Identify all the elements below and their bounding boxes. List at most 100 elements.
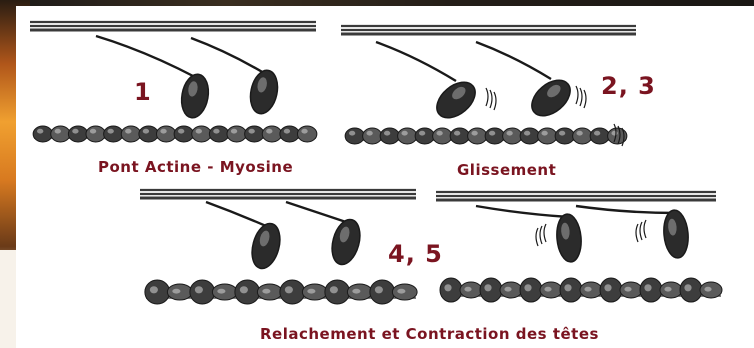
motion-mark [584,90,586,108]
myosin-head [662,209,690,259]
actin-bead-highlight [419,131,425,136]
actin-bead [145,280,170,304]
actin-bead-highlight [213,129,219,134]
actin-bead [363,128,382,144]
actin-bead [480,278,502,302]
motion-mark [640,222,642,240]
actin-bead-highlight [55,129,61,134]
myosin-head [178,72,211,120]
actin-bead [192,126,211,142]
actin-bead-highlight [266,129,272,134]
actin-bead [468,128,487,144]
actin-bead [590,128,609,144]
actin-bead-highlight [544,287,551,292]
actin-bead [345,128,364,144]
actin-bead-highlight [72,129,78,134]
actin-bead-highlight [349,131,355,136]
actin-bead-highlight [240,286,248,293]
actin-bead-highlight [506,131,512,136]
actin-bead [600,278,622,302]
actin-bead-highlight [436,131,442,136]
actin-bead [538,128,557,144]
actin-bead-highlight [504,287,511,292]
actin-bead [380,128,399,144]
actin-bead-highlight [489,131,495,136]
actin-bead [139,126,158,142]
myosin-head [247,68,282,116]
actin-bead-highlight [576,131,582,136]
motion-mark [644,220,646,238]
actin-bead [680,278,702,302]
actin-bead [262,126,281,142]
actin-bead [573,128,592,144]
diagram-sheet: 1 2, 3 4, 5 Pont Actine - Myosine Glisse… [16,6,754,348]
actin-bead-highlight [704,287,711,292]
caption-relachement-contraction: Relachement et Contraction des têtes [260,325,599,343]
actin-bead-highlight [262,289,270,294]
actin-bead [415,128,434,144]
actin-bead-highlight [559,131,565,136]
caption-glissement: Glissement [457,161,556,179]
actin-bead-highlight [594,131,600,136]
motion-mark [490,90,492,108]
actin-bead [555,128,574,144]
actin-bead-highlight [384,131,390,136]
step-1-label: 1 [134,78,152,106]
motion-mark [536,228,538,246]
actin-bead-highlight [150,286,158,293]
actin-bead [485,128,504,144]
step-4-5-label: 4, 5 [388,240,443,268]
actin-bead-highlight [307,289,315,294]
actin-bead-highlight [330,286,338,293]
actin-bead-highlight [285,286,293,293]
actin-bead-highlight [624,287,631,292]
actin-bead-highlight [644,284,651,291]
actin-bead-highlight [375,286,383,293]
muscle-contraction-diagram [16,6,754,348]
myosin-arm [476,42,551,79]
actin-bead [297,126,316,142]
actin-bead [121,126,140,142]
motion-mark [580,88,582,106]
actin-bead [450,128,469,144]
myosin-arm [376,42,456,81]
myosin-head [555,213,583,263]
motion-mark [486,88,488,106]
myosin-arm [286,202,346,222]
actin-bead [174,126,193,142]
actin-bead-highlight [444,284,451,291]
actin-bead-highlight [172,289,180,294]
actin-bead [520,278,542,302]
actin-bead-highlight [684,284,691,291]
actin-bead-highlight [301,129,307,134]
actin-bead [433,128,452,144]
actin-bead-highlight [352,289,360,294]
actin-bead [503,128,522,144]
actin-bead [209,126,228,142]
actin-bead-highlight [284,129,290,134]
caption-pont-actine-myosine: Pont Actine - Myosine [98,158,293,176]
actin-bead [104,126,123,142]
actin-bead-highlight [248,129,254,134]
actin-bead [190,280,215,304]
myosin-arm [191,38,264,73]
motion-mark [576,86,578,104]
actin-bead-highlight [196,129,202,134]
myosin-head [430,75,482,125]
actin-bead-highlight [37,129,43,134]
actin-bead-highlight [366,131,372,136]
actin-bead-highlight [524,131,530,136]
actin-bead [51,126,70,142]
actin-bead [227,126,246,142]
myosin-head [525,73,577,123]
actin-bead [33,126,52,142]
actin-bead [68,126,87,142]
actin-bead [156,126,175,142]
actin-bead-highlight [178,129,184,134]
actin-bead-highlight [604,284,611,291]
myosin-head [247,220,284,271]
actin-bead [86,126,105,142]
actin-bead-highlight [401,131,407,136]
actin-bead-highlight [564,284,571,291]
actin-bead [245,126,264,142]
